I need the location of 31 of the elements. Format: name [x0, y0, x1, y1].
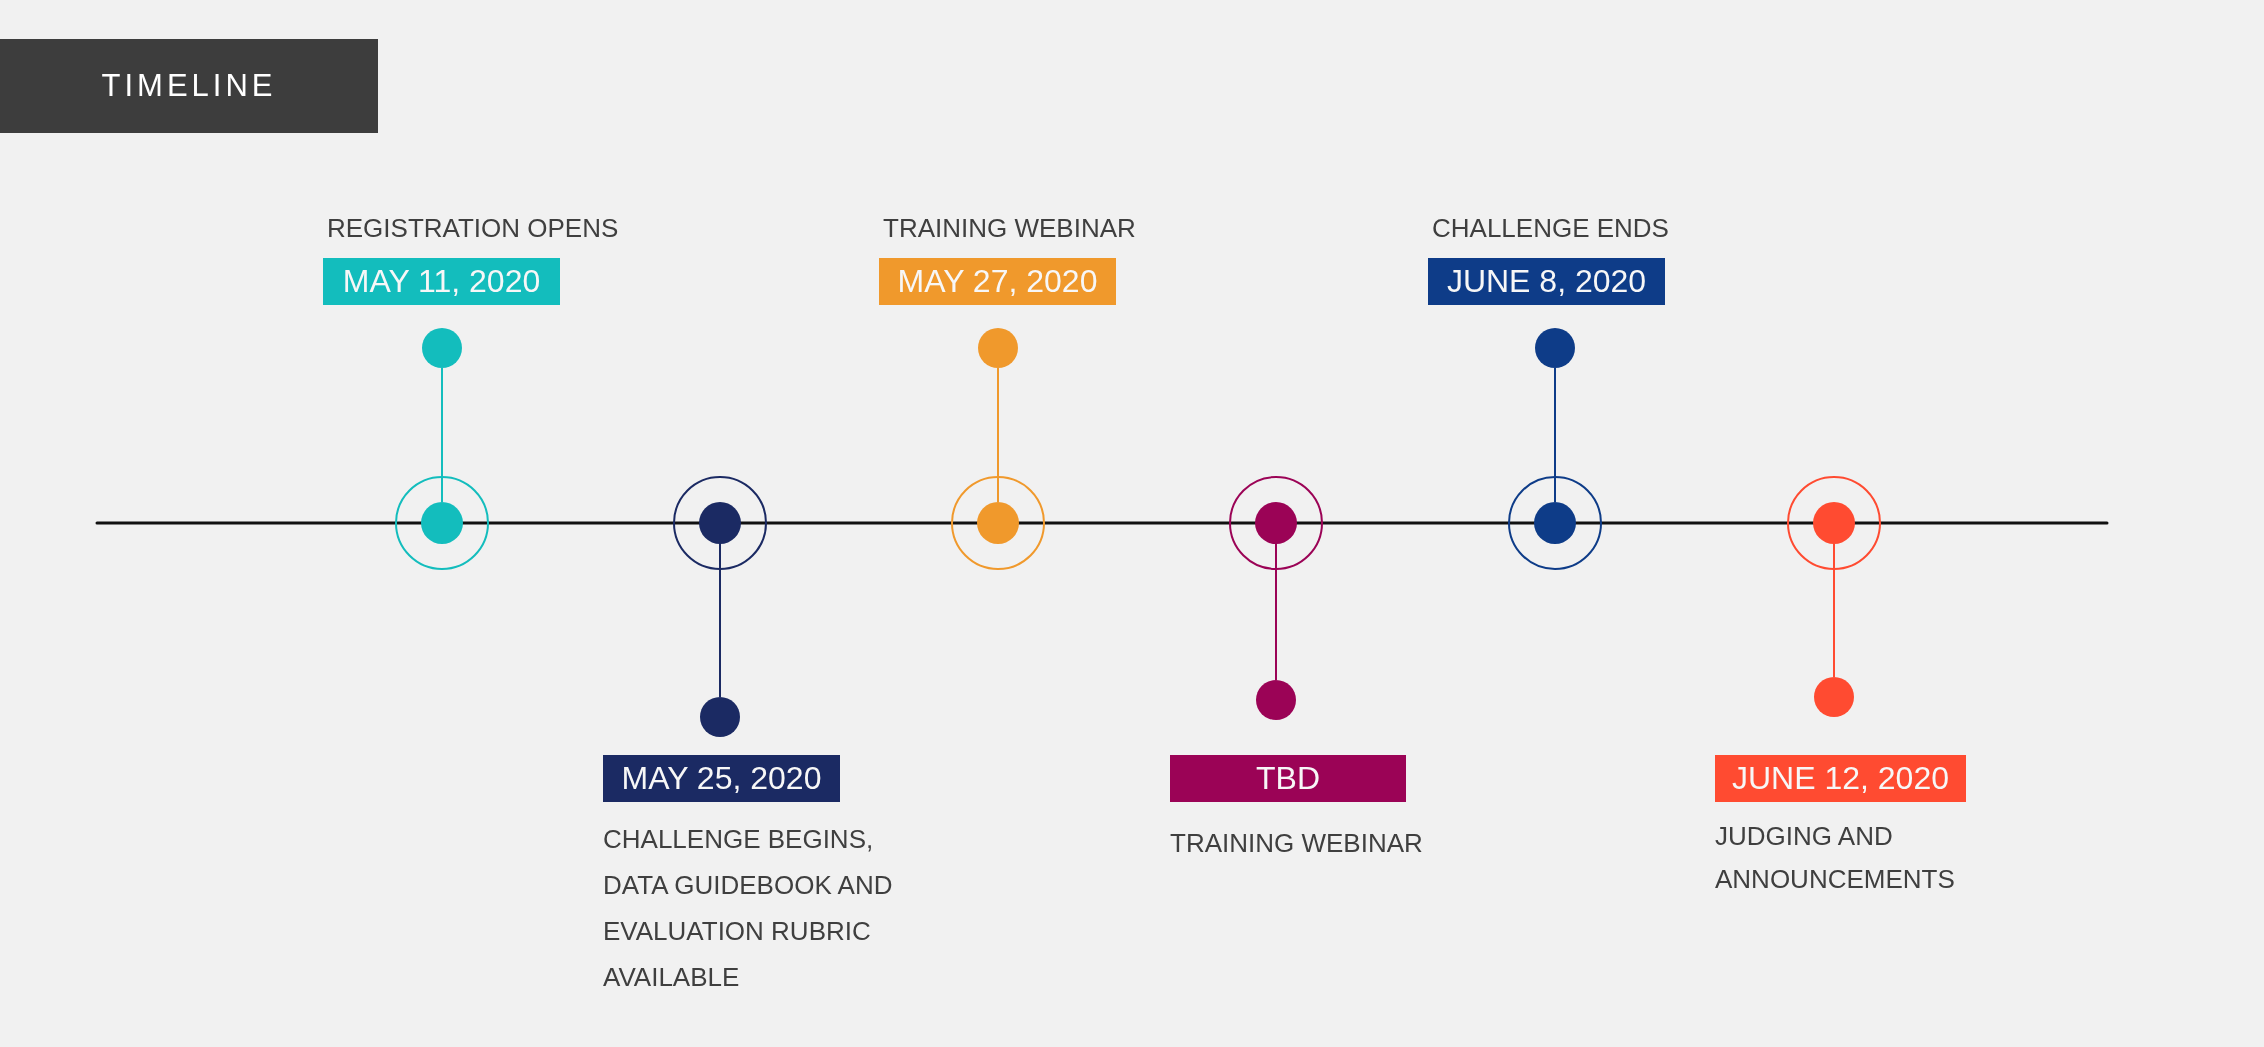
date-tag: MAY 27, 2020 — [879, 258, 1116, 305]
pin-dot — [978, 328, 1018, 368]
connector-line — [719, 543, 721, 698]
date-tag: JUNE 8, 2020 — [1428, 258, 1665, 305]
milestone-dot — [1813, 502, 1855, 544]
milestone-dot — [977, 502, 1019, 544]
milestone-dot — [699, 502, 741, 544]
event-description: JUDGING AND ANNOUNCEMENTS — [1715, 820, 1956, 896]
connector-line — [441, 367, 443, 503]
pin-dot — [1814, 677, 1854, 717]
pin-dot — [422, 328, 462, 368]
milestone-dot — [421, 502, 463, 544]
event-title: TRAINING WEBINAR — [883, 212, 1137, 244]
event-description: TRAINING WEBINAR — [1170, 827, 1424, 860]
date-tag: TBD — [1170, 755, 1406, 802]
pin-dot — [700, 697, 740, 737]
milestone-dot — [1534, 502, 1576, 544]
date-tag: MAY 25, 2020 — [603, 755, 840, 802]
milestone-dot — [1255, 502, 1297, 544]
pin-dot — [1535, 328, 1575, 368]
connector-line — [997, 367, 999, 503]
connector-line — [1833, 543, 1835, 678]
connector-line — [1554, 367, 1556, 503]
date-tag: MAY 11, 2020 — [323, 258, 560, 305]
connector-line — [1275, 543, 1277, 681]
event-title: REGISTRATION OPENS — [327, 212, 620, 244]
pin-dot — [1256, 680, 1296, 720]
date-tag: JUNE 12, 2020 — [1715, 755, 1966, 802]
title-banner: TIMELINE — [0, 39, 378, 133]
event-description: CHALLENGE BEGINS, DATA GUIDEBOOK AND EVALUATION RUBRIC AVAILABLE — [603, 823, 894, 994]
event-title: CHALLENGE ENDS — [1432, 212, 1670, 244]
